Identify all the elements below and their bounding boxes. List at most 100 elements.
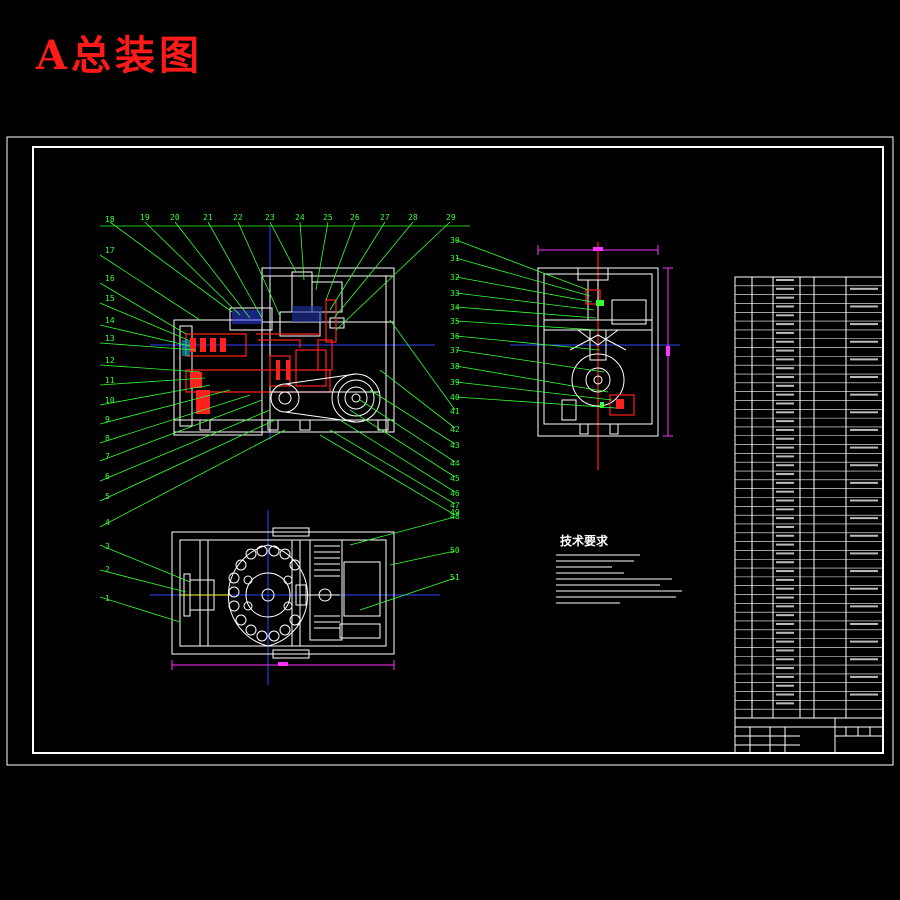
- callout-49: 49: [450, 508, 460, 517]
- parts-list-entry: [776, 314, 794, 317]
- callout-44: 44: [450, 459, 460, 468]
- callout-4: 4: [105, 518, 110, 527]
- technical-requirements-notes: [556, 554, 682, 604]
- callout-10: 10: [105, 396, 115, 405]
- callout-45: 45: [450, 474, 460, 483]
- parts-list-entry: [776, 684, 794, 687]
- plan-view-callouts: 3 2 1 49 50 51: [105, 508, 460, 603]
- parts-list-standard: [850, 640, 878, 643]
- parts-list-standard: [850, 393, 878, 396]
- parts-list-entry: [776, 508, 794, 511]
- parts-list-entry: [776, 376, 794, 379]
- callout-9: 9: [105, 415, 110, 424]
- parts-list-entry: [776, 631, 794, 634]
- callout-37: 37: [450, 346, 460, 355]
- callout-50: 50: [450, 546, 460, 555]
- parts-list-standard: [850, 481, 878, 484]
- callout-39: 39: [450, 378, 460, 387]
- parts-list-entry: [776, 446, 794, 449]
- parts-list-entry: [776, 481, 794, 484]
- callout-42: 42: [450, 425, 460, 434]
- callout-14: 14: [105, 316, 115, 325]
- parts-list-standard: [850, 446, 878, 449]
- parts-list-standard: [850, 340, 878, 343]
- callout-12: 12: [105, 356, 115, 365]
- callout-47: 47: [450, 501, 460, 510]
- parts-list-entry: [776, 358, 794, 361]
- callout-21: 21: [203, 213, 213, 222]
- technical-requirements-title: 技术要求: [560, 533, 609, 548]
- callout-38: 38: [450, 362, 460, 371]
- plan-view: [99, 510, 456, 685]
- callout-20: 20: [170, 213, 180, 222]
- callout-48: 48: [450, 512, 460, 521]
- parts-list-standard: [850, 693, 878, 696]
- parts-list-entry: [776, 437, 794, 440]
- parts-list-entry: [776, 411, 794, 414]
- parts-list-standard: [850, 376, 878, 379]
- callout-18: 18: [105, 215, 115, 224]
- parts-list-standard: [850, 305, 878, 308]
- callout-17: 17: [105, 246, 115, 255]
- parts-list-entry: [776, 587, 794, 590]
- parts-list-standard: [850, 358, 878, 361]
- callout-43: 43: [450, 441, 460, 450]
- parts-list-standard: [850, 323, 878, 326]
- front-view: [99, 221, 470, 528]
- callout-30: 30: [450, 236, 460, 245]
- parts-list-standard: [850, 534, 878, 537]
- callout-28: 28: [408, 213, 418, 222]
- callout-3: 3: [105, 542, 110, 551]
- callout-15: 15: [105, 294, 115, 303]
- parts-list-entry: [776, 605, 794, 608]
- callout-6: 6: [105, 472, 110, 481]
- callout-41: 41: [450, 407, 460, 416]
- parts-list-standard: [850, 411, 878, 414]
- parts-list-entry: [776, 473, 794, 476]
- callout-7: 7: [105, 452, 110, 461]
- parts-list-entry: [776, 534, 794, 537]
- callout-31: 31: [450, 254, 460, 263]
- title-block: [734, 717, 884, 754]
- parts-list-entry: [776, 349, 794, 352]
- callout-26: 26: [350, 213, 360, 222]
- callout-2: 2: [105, 565, 110, 574]
- callout-11: 11: [105, 376, 115, 385]
- parts-list-entry: [776, 517, 794, 520]
- callout-16: 16: [105, 274, 115, 283]
- parts-list-entry: [776, 455, 794, 458]
- parts-list-entry: [776, 658, 794, 661]
- parts-list-entry: [776, 287, 794, 290]
- parts-list-entry: [776, 402, 794, 405]
- callout-36: 36: [450, 332, 460, 341]
- callout-1: 1: [105, 594, 110, 603]
- parts-list-entry: [776, 490, 794, 493]
- callout-27: 27: [380, 213, 390, 222]
- callout-25: 25: [323, 213, 333, 222]
- technical-requirements: 技术要求: [556, 533, 682, 604]
- parts-list-entry: [776, 464, 794, 467]
- parts-list-entry: [776, 384, 794, 387]
- parts-list: [734, 276, 884, 719]
- side-view: [455, 239, 680, 470]
- callout-19: 19: [140, 213, 150, 222]
- callout-34: 34: [450, 303, 460, 312]
- parts-list-entry: [776, 331, 794, 334]
- callout-32: 32: [450, 273, 460, 282]
- callout-23: 23: [265, 213, 275, 222]
- side-view-callouts: 30 31 32 33 34 35 36 37 38 39 40: [450, 236, 460, 402]
- callout-51: 51: [450, 573, 460, 582]
- parts-list-standard: [850, 658, 878, 661]
- parts-list-entry: [776, 649, 794, 652]
- parts-list-entry: [776, 367, 794, 370]
- parts-list-standard: [850, 552, 878, 555]
- parts-list-entry: [776, 614, 794, 617]
- callout-40: 40: [450, 393, 460, 402]
- parts-list-entry: [776, 693, 794, 696]
- parts-list-entry: [776, 525, 794, 528]
- parts-list-entry: [776, 667, 794, 670]
- sheet-outer-border: [6, 136, 894, 766]
- front-view-callouts: 18 19 20 21 22 23 24 25 26 27 28 29 17 1…: [105, 213, 460, 527]
- parts-list-standard: [850, 428, 878, 431]
